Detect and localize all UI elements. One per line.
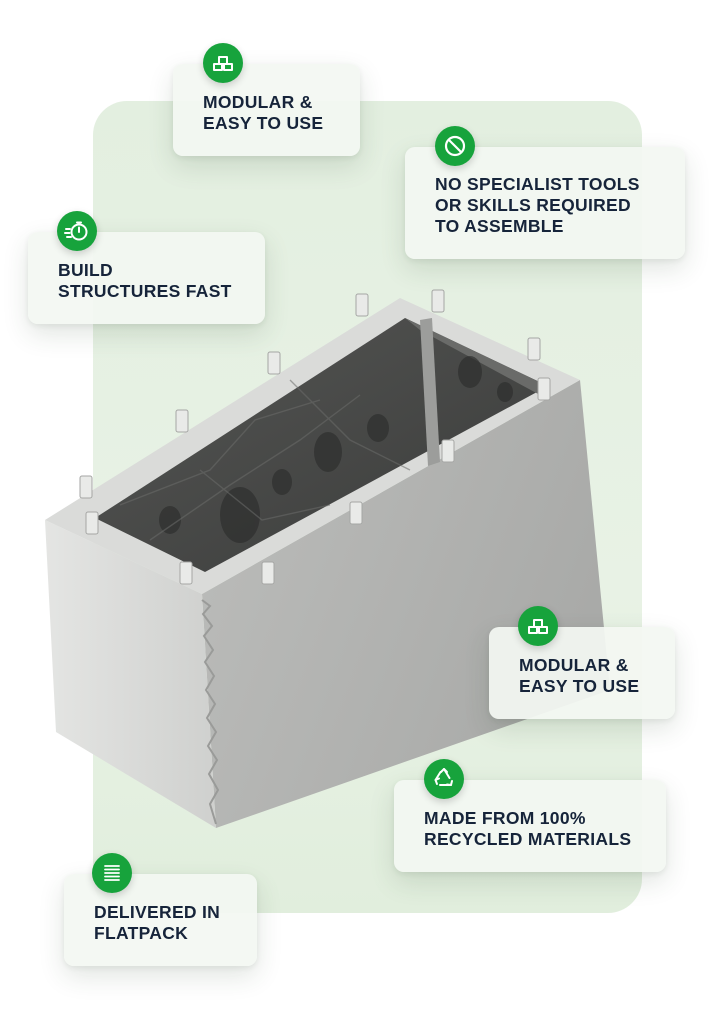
feature-card-flatpack: DELIVERED IN FLATPACK bbox=[64, 874, 257, 966]
feature-card-modular-top: MODULAR & EASY TO USE bbox=[173, 64, 360, 156]
feature-card-modular-bottom: MODULAR & EASY TO USE bbox=[489, 627, 675, 719]
feature-label: MODULAR & EASY TO USE bbox=[203, 92, 324, 133]
stopwatch-icon bbox=[57, 211, 97, 251]
recycle-icon bbox=[424, 759, 464, 799]
no-tools-icon bbox=[435, 126, 475, 166]
feature-label: BUILD STRUCTURES FAST bbox=[58, 260, 232, 301]
feature-label: MADE FROM 100% RECYCLED MATERIALS bbox=[424, 808, 632, 849]
feature-label: MODULAR & EASY TO USE bbox=[519, 655, 640, 696]
modular-bricks-icon bbox=[518, 606, 558, 646]
feature-label: DELIVERED IN FLATPACK bbox=[94, 902, 221, 943]
flatpack-stack-icon bbox=[92, 853, 132, 893]
modular-bricks-icon bbox=[203, 43, 243, 83]
feature-label: NO SPECIALIST TOOLS OR SKILLS REQUIRED T… bbox=[435, 174, 640, 236]
